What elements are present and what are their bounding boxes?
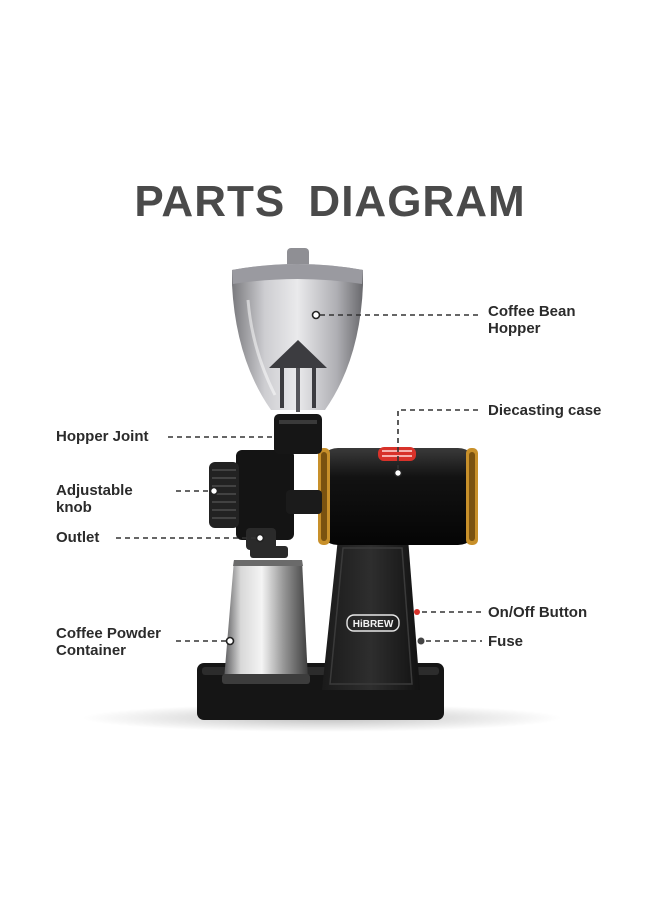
- label-line: Container: [56, 642, 127, 659]
- label-adjustable-knob: Adjustable knob: [56, 482, 133, 516]
- label-hopper-joint: Hopper Joint: [56, 428, 149, 445]
- knob-ridges: [212, 469, 236, 519]
- label-line: knob: [56, 499, 92, 516]
- label-coffee-powder-container: Coffee Powder Container: [56, 625, 161, 659]
- dot-diecasting-case: [393, 468, 403, 478]
- label-on-off-button: On/Off Button: [488, 604, 587, 621]
- label-fuse: Fuse: [488, 633, 523, 650]
- leader-dots: [209, 310, 403, 646]
- grinding-head: [209, 450, 322, 550]
- leader-lines: [116, 314, 482, 642]
- label-outlet: Outlet: [56, 529, 99, 546]
- leader-diecasting-case: [397, 409, 480, 470]
- label-diecasting-case: Diecasting case: [488, 402, 601, 419]
- dot-adjustable-knob: [209, 486, 219, 496]
- hopper-joint-piece: [274, 414, 322, 454]
- label-line: Diecasting case: [488, 402, 602, 419]
- dot-outlet: [255, 533, 265, 543]
- on-off-switch: [414, 609, 420, 615]
- dot-coffee-bean-hopper: [311, 310, 321, 320]
- label-line: Coffee Powder: [56, 625, 162, 642]
- label-line: Fuse: [488, 633, 524, 650]
- page-title: PARTS DIAGRAM: [134, 177, 526, 226]
- brand-badge: HiBREW: [353, 619, 394, 630]
- stand-body: HiBREW: [322, 538, 425, 690]
- label-line: Hopper: [488, 320, 541, 337]
- label-line: Coffee Bean: [488, 303, 576, 320]
- motor-housing: [318, 447, 478, 545]
- hopper-body: [232, 248, 363, 412]
- label-line: Adjustable: [56, 482, 133, 499]
- dot-coffee-powder-container: [225, 636, 235, 646]
- label-coffee-bean-hopper: Coffee Bean Hopper: [488, 303, 576, 337]
- fuse-cap: [417, 637, 425, 645]
- powder-container: [222, 546, 310, 684]
- label-line: Hopper Joint: [56, 428, 149, 445]
- label-line: On/Off Button: [488, 604, 588, 621]
- label-line: Outlet: [56, 529, 100, 546]
